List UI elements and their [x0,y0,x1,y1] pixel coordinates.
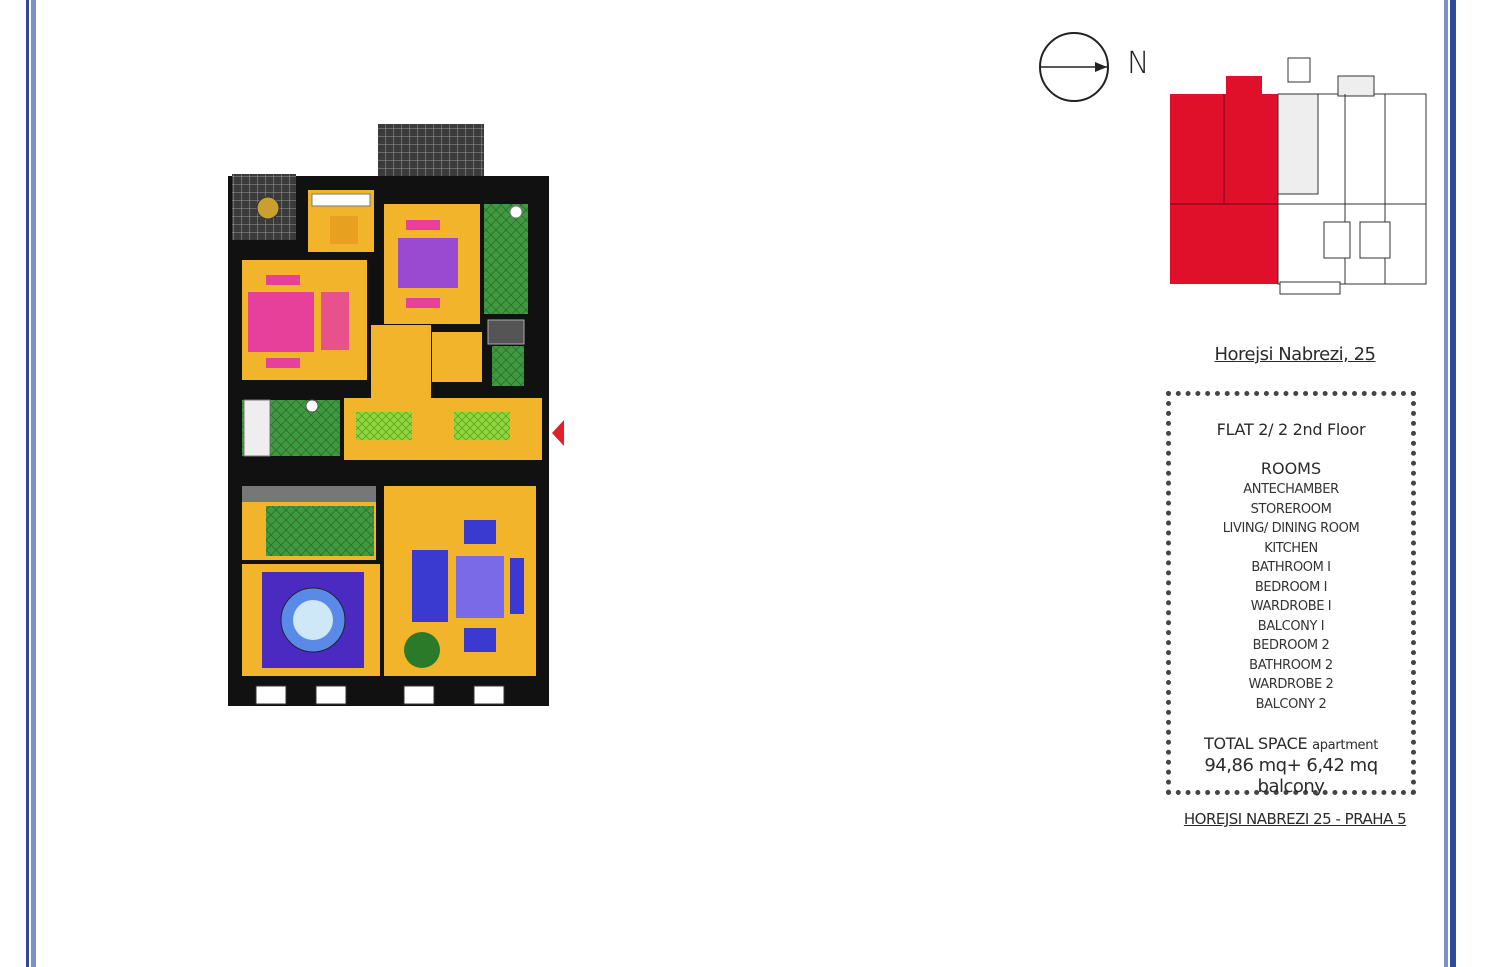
room-item: BALCONY I [1257,618,1325,634]
rooms-heading: ROOMS [1260,459,1322,478]
room-item: STOREROOM [1250,501,1332,517]
bench-2 [454,412,510,440]
room-item: WARDROBE 2 [1248,677,1334,692]
bed-2 [398,238,458,288]
balcony-1 [378,124,484,176]
room-item: BATHROOM I [1251,560,1331,575]
flat-info-box: FLAT 2/ 2 2nd Floor ROOMS ANTECHAMBER ST… [1166,391,1416,797]
rooms-list: ANTECHAMBER STOREROOM LIVING/ DINING ROO… [1171,480,1411,714]
right-frame-border [1444,0,1456,967]
bed-1 [248,292,314,352]
north-compass-icon [1039,32,1109,102]
room-item: LIVING/ DINING ROOM [1222,521,1360,536]
bench-1 [356,412,412,440]
room-item: ANTECHAMBER [1243,482,1339,497]
total-space: TOTAL SPACE apartment [1171,734,1411,753]
flat-title: FLAT 2/ 2 2nd Floor [1216,420,1366,439]
plant [404,632,440,668]
address-title: Horejsi Nabrezi, 25 [1214,344,1376,365]
floor-plan [228,124,564,706]
total-space-label: TOTAL SPACE [1203,734,1308,753]
bathroom-2 [484,204,528,314]
room-item: WARDROBE I [1250,599,1332,614]
building-key-plan [1170,57,1427,295]
total-area: 94,86 mq+ 6,42 mq balcony [1204,755,1378,797]
room-item: BEDROOM I [1254,579,1328,595]
north-label: N [1127,46,1150,81]
left-frame-border [26,0,36,967]
footer-address: HOREJSI NABREZI 25 - PRAHA 5 [1183,810,1407,828]
room-item: KITCHEN [1264,540,1318,556]
entrance-arrow [552,420,564,446]
room-item: BEDROOM 2 [1252,638,1330,653]
total-space-unit: apartment [1312,738,1378,753]
room-item: BALCONY 2 [1255,696,1327,712]
storeroom [432,332,482,382]
corridor [371,325,431,400]
room-item: BATHROOM 2 [1249,657,1333,673]
